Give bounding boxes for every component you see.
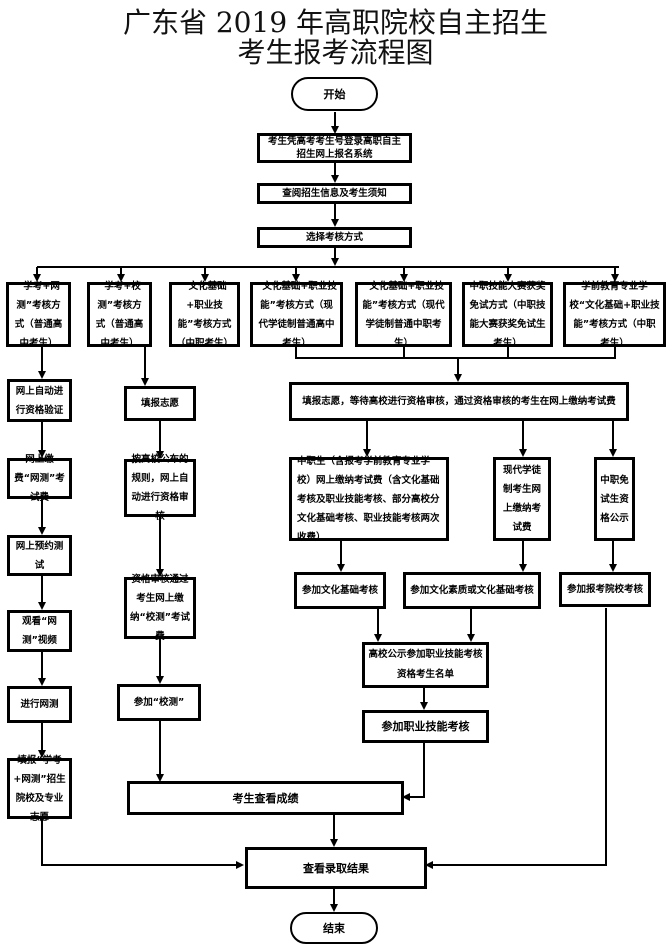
school-exam: 参加报考院校考核: [559, 572, 651, 607]
col1-book-test: 网上预约测试: [7, 535, 72, 576]
mode-apprentice-zhongzhi: “文化基础+职业技能”考核方式（现代学徒制普通中职考生）: [355, 281, 452, 349]
skill-exam: 参加职业技能考核: [362, 710, 489, 743]
check-admission-result: 查看录取结果: [245, 847, 427, 889]
merge-bar: [295, 346, 616, 359]
mode-skill-award-exempt: 中职技能大赛获奖免试方式（中职技能大赛获奖免试生考生）: [462, 281, 553, 349]
col1-fill-wish: 填报“学考+网测”招生院校及专业志愿: [7, 755, 72, 823]
mode-xuekao-wangce: “学考+网测”考核方式（普通高中考生）: [6, 281, 71, 349]
culture-exam: 参加文化基础考核: [294, 572, 386, 609]
mode-preschool: 学前教育专业学校“文化基础+职业技能”考核方式（中职考生）: [563, 281, 666, 349]
pay-zhongzhi: 中职生（含报考学前教育专业学校）网上缴纳考试费（含文化基础考核及职业技能考核、部…: [289, 456, 449, 543]
merged-fill-wish: 填报志愿，等待高校进行资格审核，通过资格审核的考生在网上缴纳考试费: [289, 382, 629, 421]
end-terminal: 结束: [290, 912, 378, 944]
col1-pay-wangce: 网上缴费“网测”考试费: [7, 454, 72, 503]
col2-auto-review: 按高校公布的规则，网上自动进行资格审核: [124, 454, 196, 522]
pay-apprentice: 现代学徒制考生网上缴纳考试费: [493, 457, 551, 541]
step-login: 考生凭高考考生号登录高职自主招生网上报名系统: [257, 133, 412, 163]
col2-fill-wish: 填报志愿: [124, 386, 196, 421]
arrow-col1-result: [41, 818, 244, 869]
culture-or-quality-exam: 参加文化素质或文化基础考核: [403, 572, 541, 609]
mode-zhongzhi: “文化基础+职业技能”考核方式（中职考生）: [169, 281, 240, 349]
check-score: 考生查看成绩: [127, 781, 404, 815]
mode-xuekao-xiaoce: “学考+校测”考核方式（普通高中考生）: [87, 281, 152, 349]
skill-exam-list: 高校公示参加职业技能考核资格考生名单: [362, 642, 489, 688]
chart-title-line1: 广东省 2019 年高职院校自主招生: [122, 6, 549, 39]
col1-watch-video: 观看“网测”视频: [7, 610, 72, 652]
chart-title-line2: 考生报考流程图: [237, 36, 434, 69]
mode-apprentice-highschool: “文化基础+职业技能”考核方式（现代学徒制普通高中考生）: [250, 281, 343, 349]
arrow-school-result: [425, 608, 607, 869]
exempt-public: 中职免试生资格公示: [594, 457, 635, 541]
arrow-skill-score: [402, 742, 425, 801]
step-read-info: 查阅招生信息及考生须知: [257, 183, 412, 204]
col1-take-wangce: 进行网测: [7, 686, 72, 723]
start-terminal: 开始: [291, 77, 378, 111]
step-choose-mode: 选择考核方式: [257, 227, 412, 248]
col2-take-xiaoce: 参加“校测”: [117, 684, 201, 721]
col1-auto-verify: 网上自动进行资格验证: [7, 379, 72, 422]
col2-pay-xiaoce: 资格审核通过考生网上缴纳“校测”考试费: [124, 574, 196, 642]
